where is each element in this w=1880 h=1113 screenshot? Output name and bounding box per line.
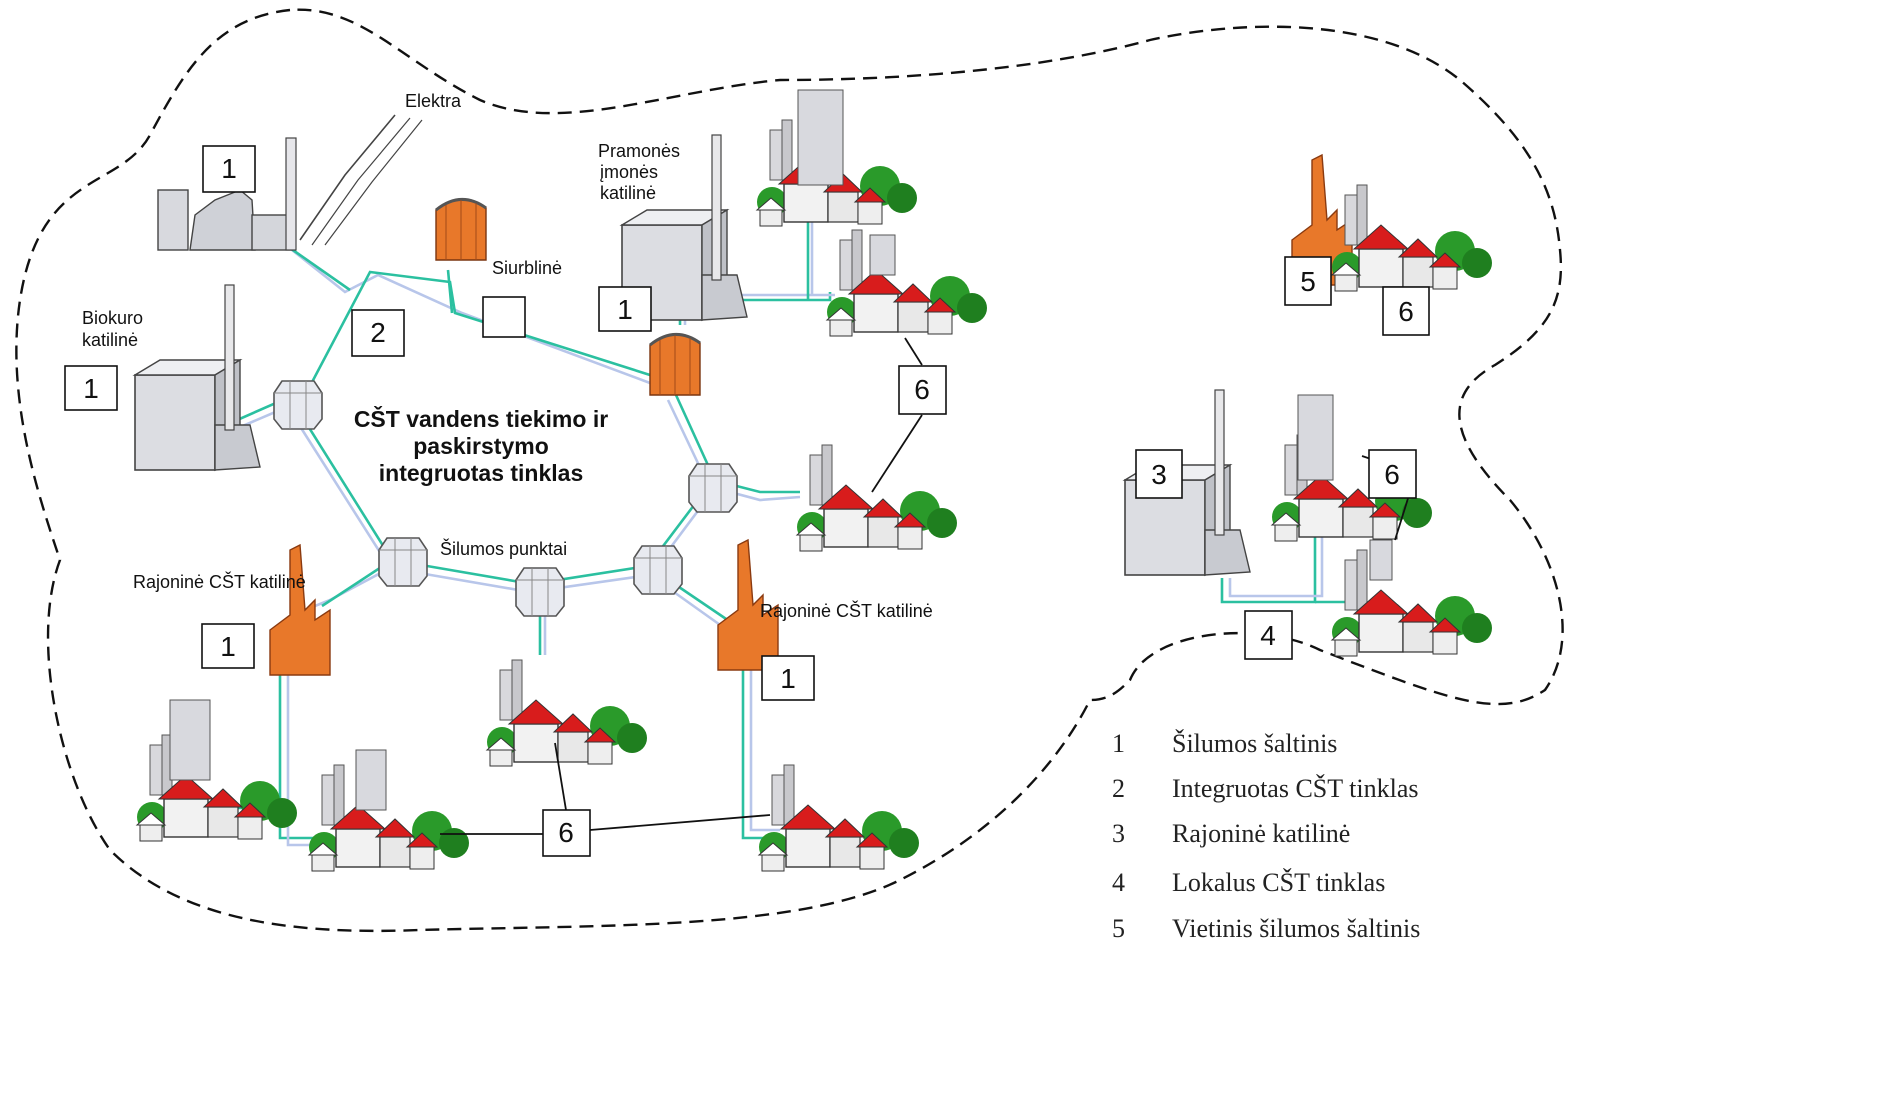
box-label: 6 — [1384, 459, 1400, 490]
district-boiler-illustration-left — [269, 544, 331, 676]
number-box-1-plant: 1 — [202, 145, 256, 193]
label-electricity: Elektra — [405, 91, 462, 111]
number-box-6-right: 6 — [1368, 449, 1417, 499]
legend-num: 2 — [1112, 774, 1125, 803]
number-box-3: 3 — [1135, 449, 1183, 499]
label-industry-line1: Pramonės — [598, 141, 680, 161]
pump-station-illustration-2 — [648, 332, 702, 397]
label-district-boiler-left: Rajoninė CŠT katilinė — [133, 571, 306, 592]
number-box-1-district-right: 1 — [761, 655, 815, 701]
box-label: 6 — [1398, 296, 1414, 327]
heat-substation — [515, 567, 565, 617]
label-district-boiler-right: Rajoninė CŠT katilinė — [760, 600, 933, 621]
box-label: 5 — [1300, 266, 1316, 297]
buildings-illustration — [136, 89, 1493, 872]
number-box-6-top-right: 6 — [1382, 286, 1430, 336]
legend-num: 4 — [1112, 868, 1125, 897]
box-label: 1 — [221, 153, 237, 184]
region-boundary — [15, 8, 1564, 933]
box-label: 6 — [914, 374, 930, 405]
center-title-line3: integruotas tinklas — [379, 460, 583, 486]
legend-num: 3 — [1112, 819, 1125, 848]
number-box-1-district-left: 1 — [201, 623, 255, 669]
heat-substation — [633, 545, 683, 595]
legend-text: Lokalus CŠT tinklas — [1172, 868, 1385, 897]
number-box-6-mid: 6 — [898, 365, 947, 415]
number-box-4: 4 — [1244, 610, 1293, 660]
center-title-line2: paskirstymo — [413, 433, 549, 459]
label-industry-line2: įmonės — [600, 162, 658, 182]
heat-substation — [273, 380, 323, 430]
power-plant-illustration — [157, 114, 423, 251]
legend-text: Šilumos šaltinis — [1172, 729, 1337, 758]
number-box-5: 5 — [1284, 256, 1332, 306]
legend: 1 Šilumos šaltinis 2 Integruotas CŠT tin… — [1112, 729, 1420, 943]
label-biofuel-line1: Biokuro — [82, 308, 143, 328]
center-title-line1: CŠT vandens tiekimo ir — [354, 405, 608, 432]
legend-text: Integruotas CŠT tinklas — [1172, 774, 1419, 803]
legend-num: 5 — [1112, 914, 1125, 943]
heat-substation — [378, 537, 428, 587]
legend-text: Rajoninė katilinė — [1172, 819, 1350, 848]
box-label: 3 — [1151, 459, 1167, 490]
box-label: 4 — [1260, 620, 1276, 651]
box-label: 1 — [220, 631, 236, 662]
box-label: 1 — [780, 663, 796, 694]
label-pump-station: Siurblinė — [492, 258, 562, 278]
label-heat-substations: Šilumos punktai — [440, 538, 567, 559]
number-box-6-bottom: 6 — [542, 809, 591, 857]
box-label: 2 — [370, 317, 386, 348]
number-box-1-industry: 1 — [598, 286, 652, 332]
heat-substation — [688, 463, 738, 513]
legend-num: 1 — [1112, 729, 1125, 758]
biofuel-boiler-illustration — [134, 284, 261, 471]
label-biofuel-line2: katilinė — [82, 330, 138, 350]
number-box-2: 2 — [351, 309, 405, 357]
number-box-1-biofuel: 1 — [64, 365, 118, 411]
legend-text: Vietinis šilumos šaltinis — [1172, 914, 1420, 943]
box-label: 1 — [83, 373, 99, 404]
box-label: 1 — [617, 294, 633, 325]
box-label: 6 — [558, 817, 574, 848]
pump-station-illustration — [434, 197, 488, 262]
number-box-empty — [482, 296, 526, 338]
label-industry-line3: katilinė — [600, 183, 656, 203]
